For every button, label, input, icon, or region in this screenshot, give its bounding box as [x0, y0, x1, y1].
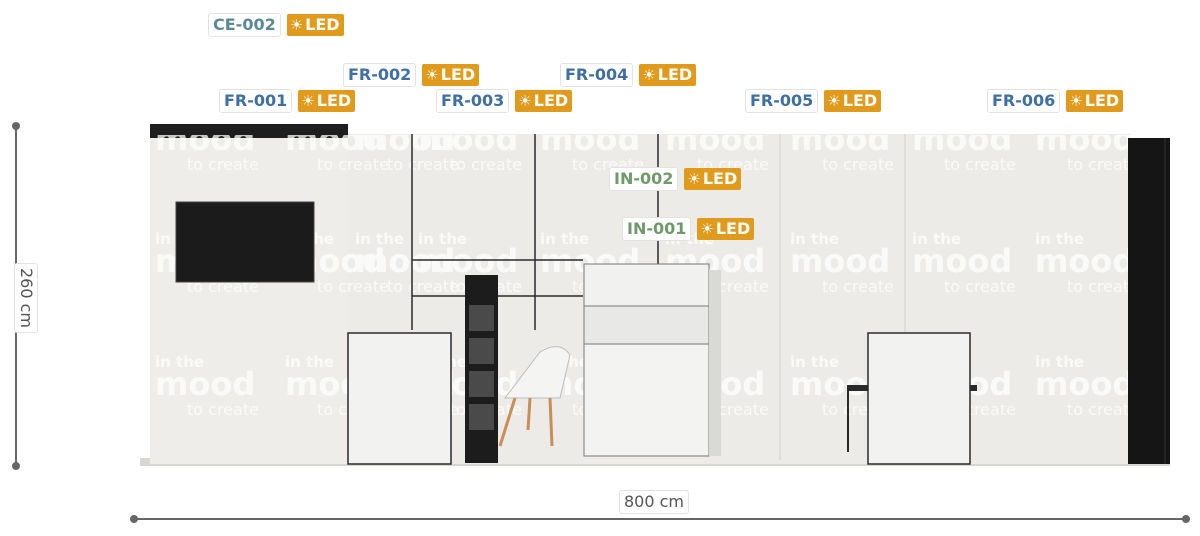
watermark-line1: in the	[355, 230, 404, 248]
watermark-line2: mood	[1035, 242, 1135, 280]
label-in-001[interactable]: IN-001 ☀LED	[622, 217, 755, 241]
label-code: FR-004	[560, 63, 634, 87]
watermark-line3: to create	[187, 400, 259, 419]
label-in-002[interactable]: IN-002 ☀LED	[609, 167, 742, 191]
chair	[498, 346, 571, 447]
label-fr-002[interactable]: FR-002 ☀LED	[343, 63, 480, 87]
watermark-line2: mood	[665, 120, 765, 158]
watermark-line2: mood	[790, 242, 890, 280]
watermark-line2: mood	[155, 120, 255, 158]
watermark-line2: mood	[418, 120, 518, 158]
watermark-line2: mood	[1035, 120, 1135, 158]
watermark-line1: in the	[540, 230, 589, 248]
watermark-line3: to create	[944, 155, 1016, 174]
watermark-line1: in the	[418, 230, 467, 248]
watermark-line3: to create	[1067, 277, 1139, 296]
central-counter	[583, 263, 721, 457]
watermark-line3: to create	[387, 277, 459, 296]
watermark-line2: mood	[1035, 365, 1135, 403]
label-code: FR-002	[343, 63, 417, 87]
sun-icon: ☀	[289, 16, 304, 34]
watermark-line3: to create	[187, 155, 259, 174]
sun-icon: ☀	[518, 92, 532, 110]
watermark-line2: mood	[540, 120, 640, 158]
label-code: FR-003	[436, 89, 510, 113]
label-code: IN-002	[609, 167, 679, 191]
sun-icon: ☀	[700, 220, 714, 238]
watermark-line3: to create	[822, 155, 894, 174]
watermark-line3: to create	[317, 277, 389, 296]
watermark-line1: in the	[155, 108, 204, 126]
watermark-line3: to create	[1067, 400, 1139, 419]
watermark-line1: in the	[790, 353, 839, 371]
led-badge: ☀LED	[697, 218, 755, 240]
watermark-line2: mood	[155, 365, 255, 403]
brochure-stand	[465, 275, 498, 463]
watermark-line2: mood	[355, 242, 455, 280]
watermark-line1: in the	[790, 230, 839, 248]
label-fr-001[interactable]: FR-001 ☀LED	[219, 89, 356, 113]
label-code: FR-001	[219, 89, 293, 113]
watermark-line1: in the	[355, 108, 404, 126]
led-badge: ☀LED	[298, 90, 356, 112]
watermark-line1: in the	[665, 108, 714, 126]
watermark-line3: to create	[317, 155, 389, 174]
width-dimension-line	[130, 515, 1190, 523]
watermark-line2: mood	[285, 120, 385, 158]
label-fr-006[interactable]: FR-006 ☀LED	[987, 89, 1124, 113]
watermark-line2: mood	[790, 120, 890, 158]
right-column	[1128, 138, 1170, 464]
watermark-line1: in the	[1035, 230, 1084, 248]
watermark-line2: mood	[418, 242, 518, 280]
watermark-line1: in the	[912, 230, 961, 248]
sun-icon: ☀	[301, 92, 315, 110]
led-badge: ☀LED	[639, 64, 697, 86]
watermark-line1: in the	[1035, 353, 1084, 371]
label-fr-004[interactable]: FR-004 ☀LED	[560, 63, 697, 87]
tv-screen	[175, 201, 315, 283]
width-dimension-label: 800 cm	[619, 490, 690, 514]
led-badge: ☀LED	[515, 90, 573, 112]
led-badge: ☀LED	[286, 14, 344, 36]
watermark-line3: to create	[450, 155, 522, 174]
sun-icon: ☀	[827, 92, 841, 110]
watermark-line3: to create	[822, 277, 894, 296]
sun-icon: ☀	[642, 66, 656, 84]
watermark-line2: mood	[912, 120, 1012, 158]
label-code: FR-005	[745, 89, 819, 113]
watermark-line1: in the	[155, 353, 204, 371]
sun-icon: ☀	[687, 170, 701, 188]
label-code: CE-002	[208, 13, 281, 37]
led-badge: ☀LED	[1066, 90, 1124, 112]
panel-seams	[411, 134, 659, 330]
left-tower-header	[150, 124, 348, 138]
label-ce-002[interactable]: CE-002 ☀LED	[208, 13, 344, 37]
right-counter	[847, 332, 977, 465]
sun-icon: ☀	[1069, 92, 1083, 110]
led-badge: ☀LED	[824, 90, 882, 112]
watermark-line1: in the	[912, 108, 961, 126]
sun-icon: ☀	[425, 66, 439, 84]
watermark-line3: to create	[1067, 155, 1139, 174]
watermark-line2: mood	[912, 242, 1012, 280]
watermark-line3: to create	[387, 155, 459, 174]
watermark-line3: to create	[944, 277, 1016, 296]
watermark-line2: mood	[355, 120, 455, 158]
height-dimension-label: 260 cm	[14, 262, 39, 334]
label-code: IN-001	[622, 217, 692, 241]
watermark-line1: in the	[285, 353, 334, 371]
label-code: FR-006	[987, 89, 1061, 113]
left-tower	[150, 124, 348, 464]
led-badge: ☀LED	[684, 168, 742, 190]
left-counter	[347, 332, 452, 465]
label-fr-005[interactable]: FR-005 ☀LED	[745, 89, 882, 113]
led-badge: ☀LED	[422, 64, 480, 86]
label-fr-003[interactable]: FR-003 ☀LED	[436, 89, 573, 113]
